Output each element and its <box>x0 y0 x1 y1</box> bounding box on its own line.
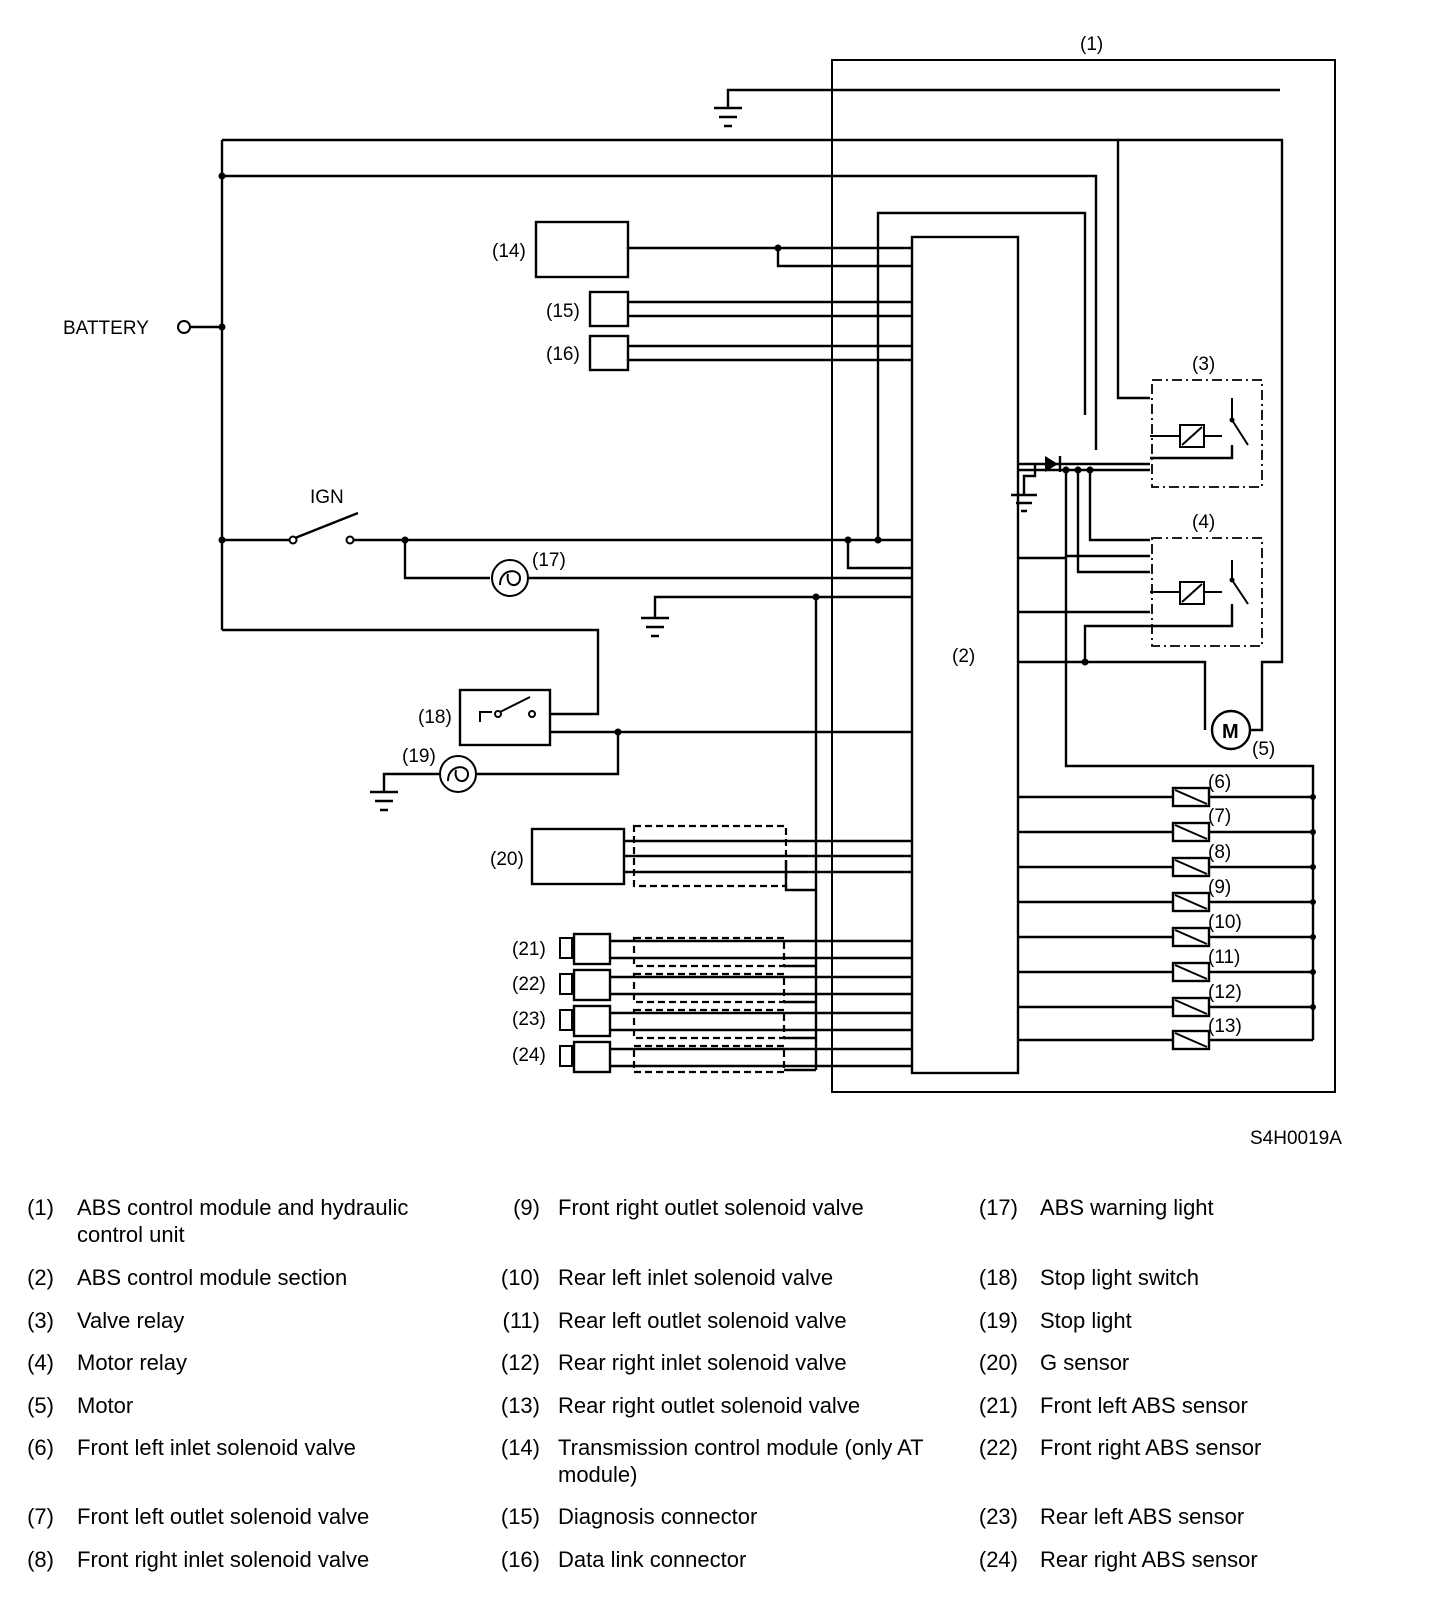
motor: M (5) <box>1018 138 1284 760</box>
label-c8: (8) <box>1208 842 1231 863</box>
legend-item-text: Front left outlet solenoid valve <box>77 1504 370 1529</box>
label-c18: (18) <box>418 707 452 728</box>
legend-item-text: ABS control module and hydraulic control… <box>77 1195 409 1247</box>
legend-item-number: (19) <box>978 1308 1018 1333</box>
label-c20: (20) <box>490 849 524 870</box>
label-c16: (16) <box>546 344 580 365</box>
legend-item-text: ABS warning light <box>1040 1195 1214 1220</box>
legend-item-text: Valve relay <box>77 1308 185 1333</box>
label-c6: (6) <box>1208 772 1231 793</box>
legend-item-number: (1) <box>27 1195 54 1220</box>
legend-item-text: Front right ABS sensor <box>1040 1435 1262 1460</box>
legend-item-text: Rear right ABS sensor <box>1040 1547 1258 1572</box>
label-c22: (22) <box>512 974 546 995</box>
g-sensor: (20) <box>490 824 912 892</box>
label-c19: (19) <box>402 746 436 767</box>
abs-wiring-diagram: (1) BATTERY IGN (17) <box>63 34 1336 1093</box>
legend-item-text: Stop light <box>1040 1308 1132 1333</box>
legend-item-text: Stop light switch <box>1040 1265 1199 1290</box>
label-c24: (24) <box>512 1045 546 1066</box>
legend-item-number: (16) <box>500 1547 540 1572</box>
legend-item-number: (13) <box>500 1393 540 1418</box>
diode-and-ground <box>1011 456 1150 513</box>
legend-item-text: Front right outlet solenoid valve <box>558 1195 864 1220</box>
label-c9: (9) <box>1208 877 1231 898</box>
battery-wiring: BATTERY <box>63 138 1150 630</box>
legend-item-text: Rear right outlet solenoid valve <box>558 1393 861 1418</box>
label-c13: (13) <box>1208 1016 1242 1037</box>
abs-control-module-section: (2) <box>910 235 1020 1075</box>
legend-item-text: Rear left ABS sensor <box>1040 1504 1245 1529</box>
ign-label: IGN <box>310 487 344 508</box>
motor-letter: M <box>1222 721 1239 743</box>
legend-item-text: ABS control module section <box>77 1265 348 1290</box>
abs-sensor-group: (21) (22) (23) (24) <box>512 932 912 1074</box>
legend-item-text: Rear left outlet solenoid valve <box>558 1308 847 1333</box>
legend-item-number: (23) <box>978 1504 1018 1529</box>
legend-item-number: (10) <box>500 1265 540 1290</box>
battery-label: BATTERY <box>63 318 149 339</box>
legend-item-number: (4) <box>27 1350 54 1375</box>
legend-item-text: Front right inlet solenoid valve <box>77 1547 370 1572</box>
ground-symbol-top <box>714 88 1280 128</box>
legend-item-number: (11) <box>502 1308 541 1333</box>
data-link-connector: (16) <box>546 334 912 372</box>
legend-item-number: (5) <box>27 1393 54 1418</box>
legend-item-text: Transmission control module (only AT mod… <box>558 1435 924 1487</box>
legend-item-number: (2) <box>27 1265 54 1290</box>
legend-item-number: (20) <box>978 1350 1018 1375</box>
valve-relay: (3) <box>1150 354 1263 488</box>
legend-item-number: (3) <box>27 1308 54 1333</box>
legend-item-number: (17) <box>978 1195 1018 1220</box>
legend-item-text: Front left ABS sensor <box>1040 1393 1248 1418</box>
label-c15: (15) <box>546 301 580 322</box>
label-c4: (4) <box>1192 512 1215 533</box>
solenoid-valves: (6) (7) (8) (9) (10) (11) (12) <box>1018 556 1316 1051</box>
legend-item-number: (24) <box>978 1547 1018 1572</box>
legend-item-number: (15) <box>500 1504 540 1529</box>
legend-item-text: Rear right inlet solenoid valve <box>558 1350 847 1375</box>
label-c2: (2) <box>952 646 975 667</box>
legend-item-number: (12) <box>500 1350 540 1375</box>
ignition-switch: IGN <box>222 211 1087 570</box>
label-c5: (5) <box>1252 739 1275 760</box>
legend-item-number: (6) <box>27 1435 54 1460</box>
tcm: (14) <box>492 220 912 279</box>
legend-item-number: (14) <box>500 1435 540 1460</box>
legend-item-text: Data link connector <box>558 1547 747 1572</box>
stop-light-switch: (18) <box>222 628 912 747</box>
label-c7: (7) <box>1208 806 1231 827</box>
abs-warning-light: (17) <box>403 540 912 597</box>
legend-item-number: (9) <box>513 1195 540 1220</box>
label-c17: (17) <box>532 550 566 571</box>
ground-symbol-mid <box>641 593 912 1070</box>
stop-light: (19) <box>370 732 620 812</box>
legend-item-number: (8) <box>27 1547 54 1572</box>
label-c23: (23) <box>512 1009 546 1030</box>
label-c21: (21) <box>512 939 546 960</box>
abs-module-hydraulic-unit-boundary: (1) <box>831 34 1336 1093</box>
legend-item-text: G sensor <box>1040 1350 1130 1375</box>
diagnosis-connector: (15) <box>546 290 912 328</box>
label-c14: (14) <box>492 241 526 262</box>
legend-item-number: (18) <box>978 1265 1018 1290</box>
legend-item-text: Rear left inlet solenoid valve <box>558 1265 834 1290</box>
legend-item-text: Motor <box>77 1393 134 1418</box>
figure-code: S4H0019A <box>1250 1128 1342 1149</box>
label-c1: (1) <box>1080 34 1103 55</box>
label-c3: (3) <box>1192 354 1215 375</box>
legend-item-text: Diagnosis connector <box>558 1504 758 1529</box>
legend-item-number: (21) <box>978 1393 1018 1418</box>
legend-item-text: Motor relay <box>77 1350 188 1375</box>
label-c11: (11) <box>1208 947 1240 968</box>
legend-item-text: Front left inlet solenoid valve <box>77 1435 356 1460</box>
label-c10: (10) <box>1208 912 1242 933</box>
motor-relay: (4) <box>1018 470 1263 662</box>
label-c12: (12) <box>1208 982 1242 1003</box>
battery-terminal <box>177 320 191 334</box>
legend-item-number: (22) <box>978 1435 1018 1460</box>
legend-item-number: (7) <box>27 1504 54 1529</box>
